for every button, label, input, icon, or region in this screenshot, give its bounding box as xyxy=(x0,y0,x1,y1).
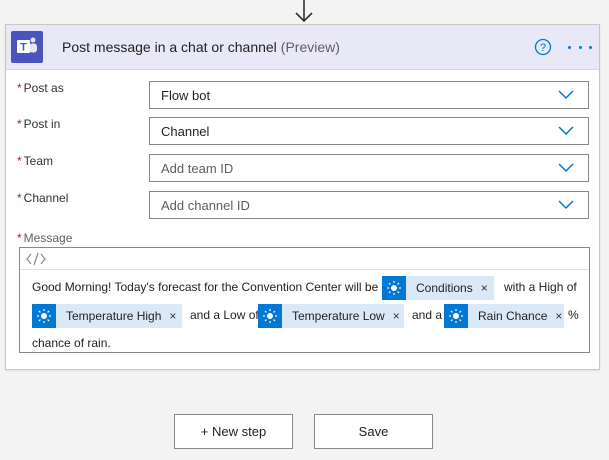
chevron-down-icon xyxy=(558,126,574,136)
dropdown-value: Channel xyxy=(161,123,210,139)
teams-icon: T xyxy=(11,31,43,63)
field-post-in: *Post in Channel xyxy=(6,117,601,145)
channel-dropdown[interactable]: Add channel ID xyxy=(149,191,589,219)
required-marker: * xyxy=(17,231,22,245)
token-temperature-high[interactable]: Temperature High × xyxy=(32,304,182,328)
weather-icon xyxy=(258,304,282,328)
preview-tag: (Preview) xyxy=(280,39,340,55)
field-label: *Channel xyxy=(17,191,69,205)
arrow-down-icon xyxy=(295,0,313,23)
required-marker: * xyxy=(17,81,22,95)
token-rain-chance[interactable]: Rain Chance × xyxy=(444,304,564,328)
editor-divider xyxy=(20,269,589,270)
required-marker: * xyxy=(17,154,22,168)
code-view-icon[interactable] xyxy=(26,252,46,266)
chevron-down-icon xyxy=(558,200,574,210)
help-symbol: ? xyxy=(540,42,546,54)
message-text[interactable]: with a High of xyxy=(504,280,577,294)
more-options-icon[interactable] xyxy=(568,38,592,56)
action-card: T Post message in a chat or channel (Pre… xyxy=(5,24,600,370)
token-conditions[interactable]: Conditions × xyxy=(382,276,494,300)
post-in-dropdown[interactable]: Channel xyxy=(149,117,589,145)
token-label: Conditions xyxy=(416,281,473,295)
field-team: *Team Add team ID xyxy=(6,154,601,182)
token-remove-icon[interactable]: × xyxy=(555,309,563,323)
token-label: Temperature High xyxy=(66,309,162,323)
token-remove-icon[interactable]: × xyxy=(392,309,400,323)
card-title: Post message in a chat or channel xyxy=(62,39,277,55)
token-remove-icon[interactable]: × xyxy=(480,281,488,295)
help-icon[interactable]: ? xyxy=(534,38,552,56)
message-label: *Message xyxy=(17,231,73,245)
message-editor[interactable]: Good Morning! Today's forecast for the C… xyxy=(19,247,590,353)
message-text[interactable]: and a xyxy=(412,308,443,322)
field-label: *Post in xyxy=(17,117,61,131)
svg-text:T: T xyxy=(20,42,27,54)
save-button[interactable]: Save xyxy=(314,414,433,449)
field-post-as: *Post as Flow bot xyxy=(6,81,601,109)
field-label: *Team xyxy=(17,154,54,168)
team-dropdown[interactable]: Add team ID xyxy=(149,154,589,182)
weather-icon xyxy=(444,304,468,328)
token-label: Temperature Low xyxy=(292,309,385,323)
token-temperature-low[interactable]: Temperature Low × xyxy=(258,304,404,328)
weather-icon xyxy=(382,276,406,300)
message-text[interactable]: chance of rain. xyxy=(32,336,111,350)
required-marker: * xyxy=(17,191,22,205)
chevron-down-icon xyxy=(558,163,574,173)
required-marker: * xyxy=(17,117,22,131)
message-text[interactable]: and a Low of xyxy=(190,308,259,322)
token-label: Rain Chance xyxy=(478,309,548,323)
field-channel: *Channel Add channel ID xyxy=(6,191,601,219)
message-text[interactable]: Good Morning! Today's forecast for the C… xyxy=(32,280,379,294)
card-header[interactable]: T Post message in a chat or channel (Pre… xyxy=(6,25,599,70)
post-as-dropdown[interactable]: Flow bot xyxy=(149,81,589,109)
dropdown-value: Flow bot xyxy=(161,87,211,103)
dropdown-placeholder: Add team ID xyxy=(161,160,234,176)
chevron-down-icon xyxy=(558,90,574,100)
message-text[interactable]: % xyxy=(568,308,579,322)
dropdown-placeholder: Add channel ID xyxy=(161,197,250,213)
field-label: *Post as xyxy=(17,81,64,95)
weather-icon xyxy=(32,304,56,328)
token-remove-icon[interactable]: × xyxy=(169,309,177,323)
new-step-button[interactable]: + New step xyxy=(174,414,293,449)
